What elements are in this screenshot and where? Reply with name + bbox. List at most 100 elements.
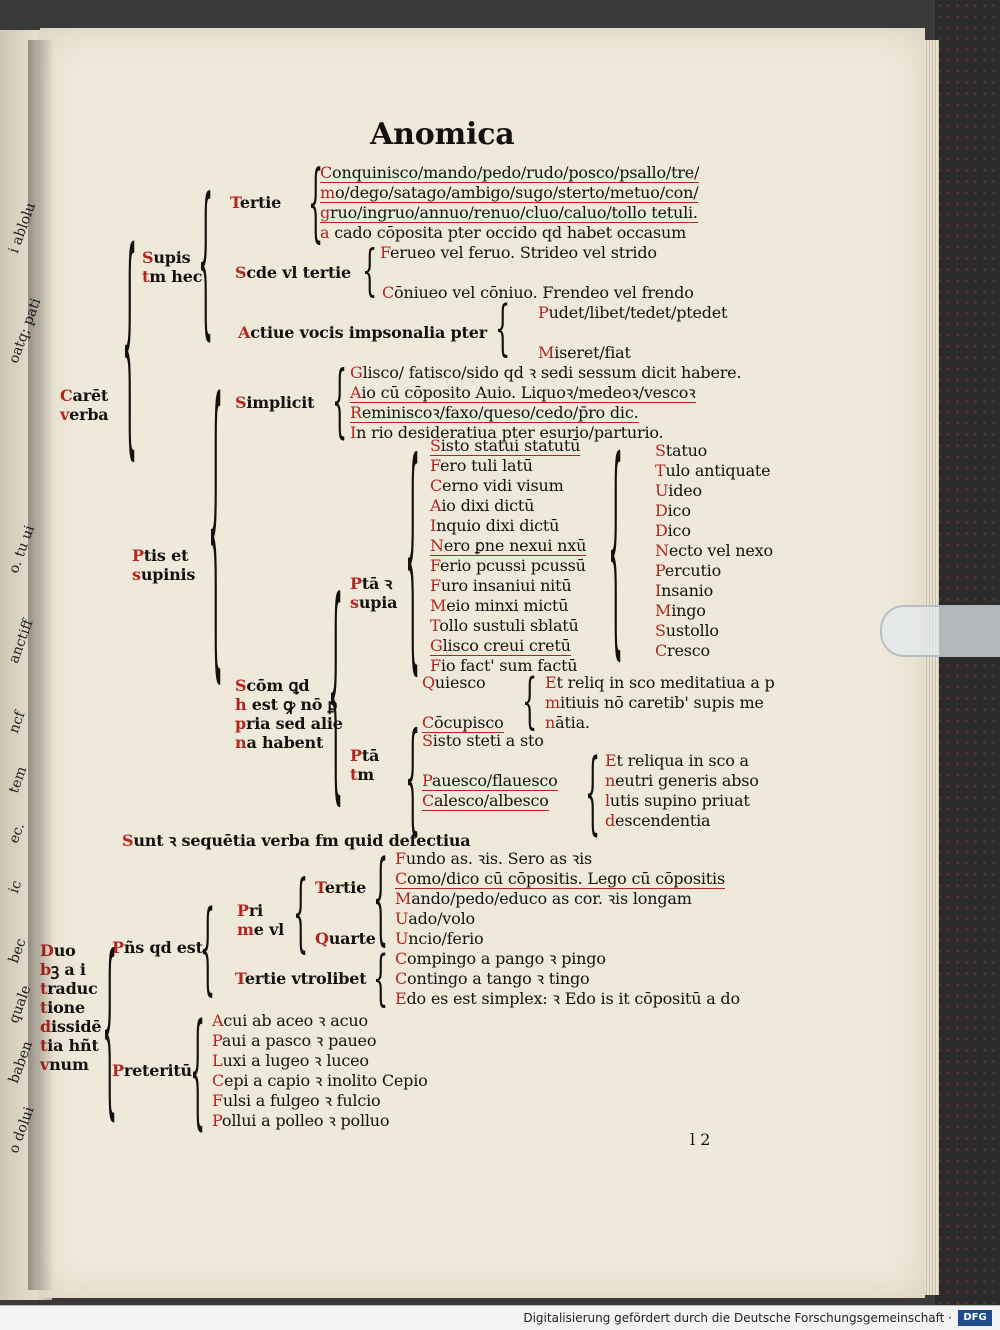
diagram-line: Cerno vidi visum — [430, 476, 564, 495]
diagram-line: a cado cōposita pter occido qd habet occ… — [320, 223, 687, 242]
diagram-line: Dico — [655, 521, 691, 540]
facing-page-fragment: ec. — [6, 820, 29, 846]
gutter-shadow — [28, 40, 54, 1290]
branch-label-quarte: Quarte — [315, 929, 376, 948]
curly-brace: { — [308, 152, 324, 253]
curly-brace: { — [495, 293, 511, 363]
diagram-line: Conquinisco/mando/pedo/rudo/posco/psallo… — [320, 163, 700, 183]
curly-brace: { — [373, 839, 389, 957]
diagram-line: neutri generis abso — [605, 771, 759, 790]
branch-label-tertie: Tertie — [230, 193, 282, 212]
facing-page-fragment: bec — [6, 936, 30, 966]
curly-brace: { — [585, 740, 601, 846]
branch-label-scom: pria sed alie — [235, 714, 343, 733]
curly-brace: { — [198, 164, 214, 357]
diagram-line: Nero ꝑne nexui nxū — [430, 536, 587, 556]
curly-brace: { — [102, 917, 118, 1139]
diagram-line: Como/dico cū cōpositis. Lego cū cōpositi… — [395, 869, 725, 889]
curly-brace: { — [362, 238, 378, 303]
diagram-line: Meio minxi mictū — [430, 596, 569, 615]
diagram-line: Dico — [655, 501, 691, 520]
branch-label-duo: tia hñt — [40, 1036, 99, 1055]
branch-label-ptis: supinis — [132, 565, 196, 584]
diagram-line: Sisto steti a sto — [422, 731, 544, 750]
branch-label-duo: vnum — [40, 1055, 89, 1074]
diagram-line: Pauesco/flauesco — [422, 771, 558, 791]
plastic-clip — [880, 605, 1000, 657]
diagram-line: In rio desideratiua pter esurio/parturio… — [350, 423, 664, 442]
diagram-line: Edo es est simplex: ꝛ Edo is it cōpositū… — [395, 989, 740, 1008]
diagram-line: Sustollo — [655, 621, 719, 640]
branch-label-carent: Carēt — [60, 386, 109, 405]
branch-label-duo: bꝫ a i — [40, 960, 86, 979]
folio-number: l 2 — [690, 1130, 711, 1149]
diagram-line: Statuo — [655, 441, 708, 460]
branch-label-psis: Pñs qd est — [112, 938, 203, 957]
credit-bar: Digitalisierung gefördert durch die Deut… — [0, 1305, 1000, 1330]
branch-label-duo: tione — [40, 998, 85, 1017]
diagram-line: Miseret/fiat — [538, 343, 631, 362]
diagram-line: Fundo as. ꝛis. Sero as ꝛis — [395, 849, 593, 868]
diagram-line: Et reliqua in sco a — [605, 751, 749, 770]
diagram-line: Glisco creui cretū — [430, 636, 571, 656]
diagram-line: Et reliq in sco meditatiua a p — [545, 673, 775, 692]
diagram-line: Acui ab aceo ꝛ acuo — [212, 1011, 368, 1030]
diagram-line: Cresco — [655, 641, 710, 660]
diagram-line: gruo/ingruo/annuo/renuo/cluo/caluo/tollo… — [320, 203, 698, 223]
diagram-line: Calesco/albesco — [422, 791, 549, 811]
diagram-line: Paui a pasco ꝛ paueo — [212, 1031, 377, 1050]
curly-brace: { — [405, 708, 421, 848]
diagram-line: Cepi a capio ꝛ inolito Cepio — [212, 1071, 428, 1090]
branch-label-ptis: Ptis et — [132, 546, 189, 565]
branch-label-scom: Scōm ꝗd — [235, 676, 310, 695]
branch-label-supinis: tm hec — [142, 267, 203, 286]
branch-label-duo: Duo — [40, 941, 76, 960]
curly-brace: { — [608, 413, 624, 683]
diagram-line: Ferio pcussi pcussū — [430, 556, 586, 575]
diagram-line: Necto vel nexo — [655, 541, 773, 560]
facing-page-fragment: tem — [6, 764, 31, 796]
diagram-line: Sunt ꝛ sequētia verba fm quid defectiua — [122, 831, 471, 850]
diagram-line: Fulsi a fulgeo ꝛ fulcio — [212, 1091, 381, 1110]
book-page: Anomica Conquinisco/mando/pedo/rudo/posc… — [40, 28, 925, 1298]
diagram-line: Inquio dixi dictū — [430, 516, 560, 535]
curly-brace: { — [208, 339, 224, 713]
diagram-line: Tulo antiquate — [655, 461, 771, 480]
branch-label-preteritu: Preteritū — [112, 1061, 192, 1080]
diagram-line: Uncio/ferio — [395, 929, 484, 948]
branch-label-duo: traduc — [40, 979, 98, 998]
diagram-line: Reminiscoꝛ/faxo/queso/cedo/p̄ro dic. — [350, 403, 639, 423]
diagram-line: Fio fact' sum factū — [430, 656, 578, 675]
diagram-line: Mingo — [655, 601, 706, 620]
diagram-line: Cōniueo vel cōniuo. Frendeo vel frendo — [382, 283, 694, 302]
diagram-line: Mando/pedo/educo as cor. ꝛis longam — [395, 889, 692, 908]
diagram-line: Percutio — [655, 561, 722, 580]
diagram-line: Sisto statui statutū — [430, 436, 581, 456]
branch-label-tertie-vtrolibet: Tertie vtrolibet — [235, 969, 367, 988]
funding-credit: Digitalisierung gefördert durch die Deut… — [523, 1311, 952, 1325]
diagram-line: Tollo sustuli sblatū — [430, 616, 579, 635]
diagram-line: mo/dego/satago/ambigo/sugo/sterto/metuo/… — [320, 183, 699, 203]
branch-label-prime: me vl — [237, 920, 285, 939]
diagram-line: Luxi a lugeo ꝛ luceo — [212, 1051, 369, 1070]
facing-page-fragment: ncf — [6, 709, 29, 736]
branch-label-prime: Pri — [237, 901, 263, 920]
branch-label-supinis: Supis — [142, 248, 191, 267]
curly-brace: { — [373, 943, 389, 1013]
diagram-line: Fero tuli latū — [430, 456, 533, 475]
curly-brace: { — [328, 553, 344, 828]
curly-brace: { — [200, 889, 216, 1007]
curly-brace: { — [522, 666, 538, 736]
diagram-line: Aio dixi dictū — [430, 496, 535, 515]
diagram-line: Actiue vocis impsonalia pter — [238, 323, 487, 342]
diagram-line: Furo insaniui nitū — [430, 576, 572, 595]
branch-label-scom: h est ꝙ nō ꝑ — [235, 695, 338, 714]
diagram-line: Quiesco — [422, 673, 486, 692]
branch-label-pta-tm: Ptā — [350, 746, 380, 765]
diagram-line: Contingo a tango ꝛ tingo — [395, 969, 590, 988]
branch-label-simplicit: Simplicit — [235, 393, 315, 412]
diagram-line: Uado/volo — [395, 909, 475, 928]
curly-brace: { — [293, 862, 309, 963]
diagram-line: Pudet/libet/tedet/ptedet — [538, 303, 728, 322]
